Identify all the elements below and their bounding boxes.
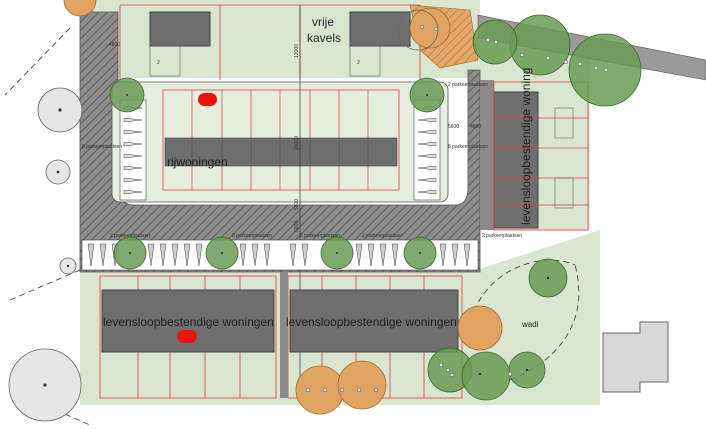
note-dim-5600: 5600	[294, 199, 300, 210]
marker-red-north	[198, 93, 217, 106]
note-parkeer-ne: 2 parkeerplaatsen	[448, 82, 488, 88]
marker-red-south	[177, 330, 197, 343]
kavel-plot-west	[149, 45, 181, 77]
kavel-plot-east	[349, 45, 381, 77]
note-parkeer-s3: 2 parkeerplaatsen	[300, 233, 340, 239]
note-parkeer-s1: 2 parkeerplaatsen	[110, 233, 150, 239]
note-parkeer-west: 8 parkeerplaatsen	[82, 144, 122, 150]
tree-centres	[43, 94, 550, 387]
label-levensloop-sw: levensloopbestendige woningen	[103, 315, 274, 329]
label-levensloop-east: levensloopbestendige woning	[519, 68, 533, 225]
south-road-divider	[280, 272, 288, 398]
note-parkeer-s5: 2 parkeerplaatsen	[482, 233, 522, 239]
tree-row-dots	[305, 24, 609, 393]
east-garden-lines	[554, 107, 574, 209]
rijwoningen-dividers	[191, 138, 369, 166]
parking-east	[413, 99, 441, 201]
note-dim-6000: 6000	[294, 221, 300, 232]
kavel-building-east	[349, 11, 411, 47]
note-dim-5600-b: 5600	[448, 124, 459, 130]
note-parkeer-s2: 2 parkeerplaatsen	[232, 233, 272, 239]
note-dim-4800: 4800	[109, 42, 120, 48]
note-dim-12000: 12000	[294, 44, 300, 58]
label-kavels: kavels	[307, 31, 341, 45]
kavel-building-west	[149, 11, 211, 47]
parking-west	[119, 99, 147, 201]
label-vrije: vrije	[312, 15, 334, 29]
note-dim-4800-b: 4800	[470, 124, 481, 130]
label-wadi: wadi	[521, 320, 539, 329]
south-east-house-block	[289, 289, 459, 353]
note-parkeer-s4: 2 parkeerplaatsen	[362, 233, 402, 239]
note-parkeer-east: 8 parkeerplaatsen	[448, 144, 488, 150]
trees-green	[109, 14, 642, 401]
label-rijwoningen: rijwoningen	[167, 155, 228, 169]
label-levensloop-se: levensloopbestendige woningen	[286, 315, 457, 329]
neighbour-house	[602, 321, 669, 393]
rijwoningen-block	[164, 137, 398, 167]
note-plot-2a: 2	[157, 60, 160, 66]
east-road	[480, 80, 494, 230]
note-dim-20000: 20000	[294, 136, 300, 150]
trees-orange	[63, 0, 503, 415]
note-plot-2b: 2	[357, 60, 360, 66]
